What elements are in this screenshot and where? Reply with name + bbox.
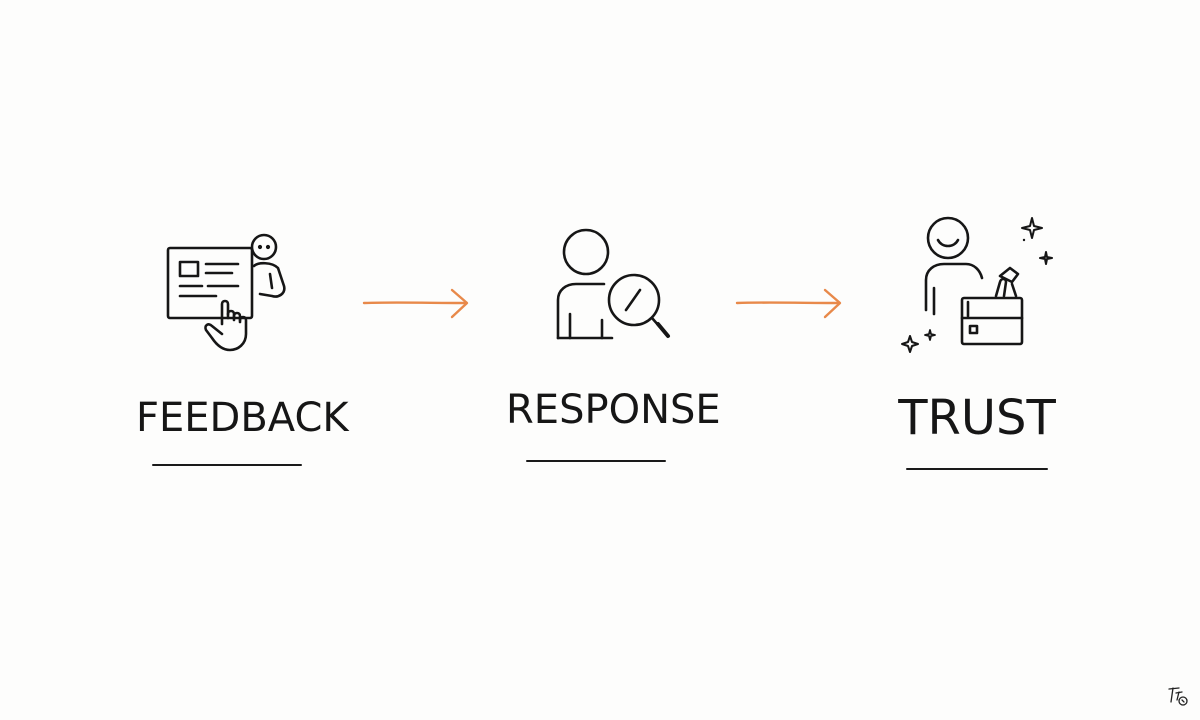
arrow-right-icon bbox=[362, 288, 472, 322]
person-gift-box-icon bbox=[896, 210, 1066, 360]
underline-feedback bbox=[152, 464, 302, 466]
underline-response bbox=[526, 460, 666, 462]
feedback-form-icon bbox=[160, 228, 300, 358]
step-label-feedback: FEEDBACK bbox=[136, 395, 349, 441]
arrow-right-icon bbox=[735, 288, 845, 322]
person-magnifier-icon bbox=[548, 224, 678, 344]
signature-mark bbox=[1166, 684, 1190, 712]
step-label-trust: TRUST bbox=[898, 390, 1056, 446]
step-label-response: RESPONSE bbox=[506, 387, 721, 433]
underline-trust bbox=[906, 468, 1048, 470]
